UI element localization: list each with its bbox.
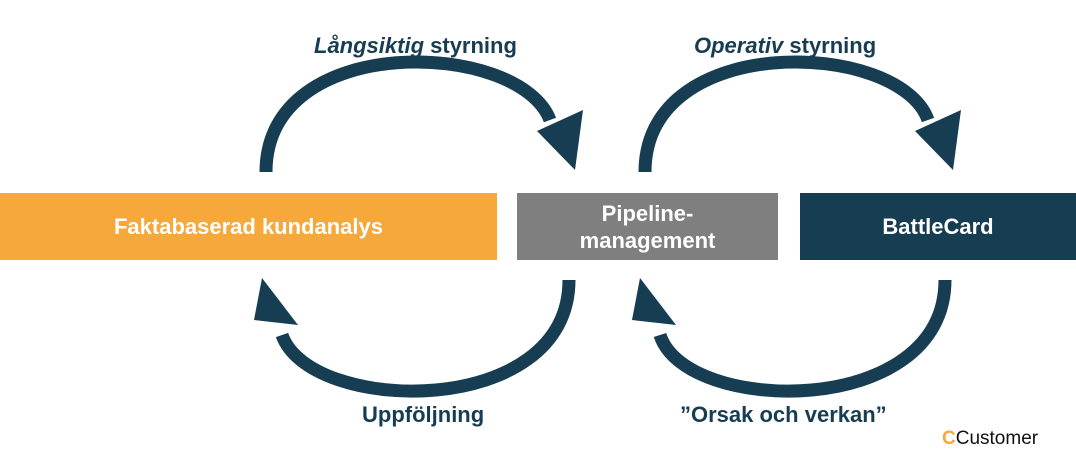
arrowhead-bottom-left (254, 278, 298, 325)
arrowhead-bottom-right (632, 278, 676, 325)
label-long-term-italic: Långsiktig (314, 33, 425, 58)
box-pipeline-management: Pipeline- management (517, 193, 778, 260)
arrow-top-left (259, 55, 557, 173)
label-cause-effect: ”Orsak och verkan” (680, 402, 887, 427)
arrow-bottom-left (275, 279, 576, 398)
label-operative-rest: styrning (783, 33, 877, 58)
label-operative-italic: Operativ (694, 33, 784, 58)
box-pipeline-management-label: Pipeline- management (580, 200, 716, 254)
customer-logo: CCustomer (942, 428, 1038, 450)
arrow-top-right (638, 55, 935, 173)
box-pipeline-line2: management (579, 227, 716, 253)
label-operative-steering: Operativ styrning (694, 33, 876, 59)
label-follow-up: Uppföljning (362, 402, 485, 427)
box-battlecard: BattleCard (800, 193, 1076, 260)
logo-mark: C (942, 428, 956, 449)
arrow-bottom-right (653, 279, 952, 398)
logo-text: Customer (955, 428, 1039, 449)
arrowhead-top-right (915, 110, 961, 170)
label-long-term-steering: Långsiktig styrning (314, 33, 517, 59)
box-pipeline-line1: Pipeline- (601, 200, 694, 226)
label-long-term-rest: styrning (424, 33, 517, 58)
arrowhead-top-left (537, 110, 583, 170)
box-battlecard-label: BattleCard (882, 214, 994, 239)
box-fact-based-analysis-label: Faktabaserad kundanalys (113, 214, 383, 239)
box-fact-based-analysis: Faktabaserad kundanalys (0, 193, 497, 260)
